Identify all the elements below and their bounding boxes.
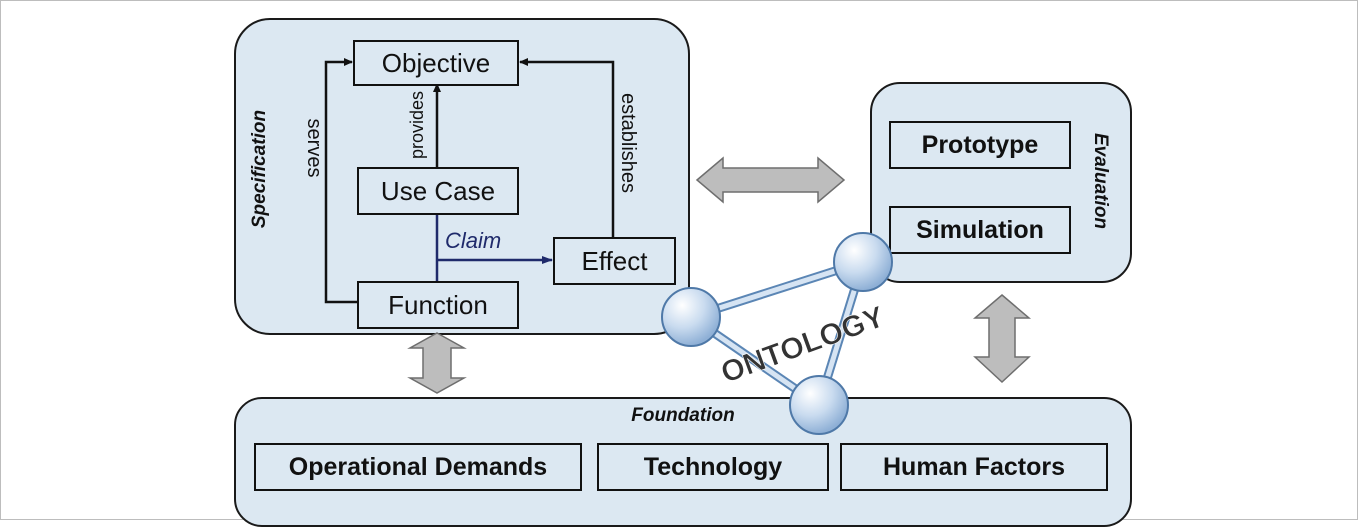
effect-box: Effect xyxy=(553,237,676,285)
evaluation-foundation-double-arrow xyxy=(972,294,1032,384)
foundation-title: Foundation xyxy=(631,405,735,426)
operational-demands-box: Operational Demands xyxy=(254,443,582,491)
ontology-node-bottom xyxy=(789,375,849,435)
serves-arrow xyxy=(324,58,357,304)
use-case-box: Use Case xyxy=(357,167,519,215)
connectors-layer xyxy=(324,58,1032,394)
prototype-box: Prototype xyxy=(889,121,1071,169)
specification-foundation-double-arrow xyxy=(407,332,467,394)
objective-box: Objective xyxy=(353,40,519,86)
function-box: Function xyxy=(357,281,519,329)
simulation-box: Simulation xyxy=(889,206,1071,254)
ontology-node-left xyxy=(661,287,721,347)
claim-label: Claim xyxy=(445,228,502,253)
human-factors-box: Human Factors xyxy=(840,443,1108,491)
ontology-network: ONTOLOGY xyxy=(661,232,893,435)
establishes-arrow xyxy=(519,58,615,238)
technology-box: Technology xyxy=(597,443,829,491)
ontology-label: ONTOLOGY xyxy=(717,300,889,390)
ontology-node-top xyxy=(833,232,893,292)
specification-evaluation-double-arrow xyxy=(695,156,846,204)
